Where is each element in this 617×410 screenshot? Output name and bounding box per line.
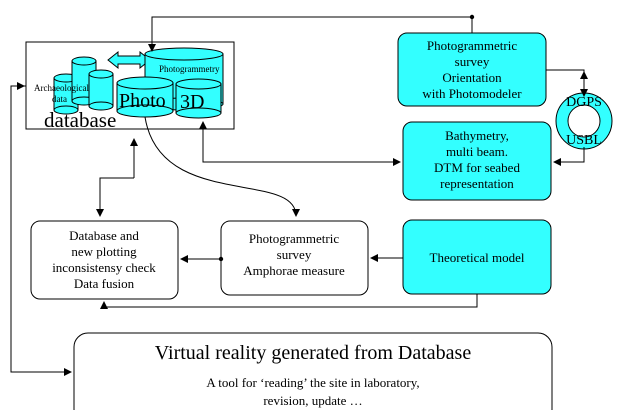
database-check-line2: new plotting xyxy=(71,244,137,259)
label-3d: 3D xyxy=(180,91,204,113)
theoretical-model-box[interactable]: Theoretical model xyxy=(402,219,552,295)
virtual-reality-line2: revision, update … xyxy=(263,393,362,408)
database-check-line4: Data fusion xyxy=(74,276,135,291)
theoretical-model-label: Theoretical model xyxy=(430,250,525,265)
database-check-box[interactable]: Database and new plotting inconsistensy … xyxy=(30,220,179,300)
bathymetry-line2: multi beam. xyxy=(446,144,508,159)
bathymetry-box[interactable]: Bathymetry, multi beam. DTM for seabed r… xyxy=(402,121,552,201)
amphorae-line2: survey xyxy=(277,247,312,262)
photo-label: Photo xyxy=(119,90,166,112)
bathymetry-line1: Bathymetry, xyxy=(445,128,509,143)
photogrammetric-survey-box[interactable]: Photogrammetric survey Orientation with … xyxy=(397,32,547,107)
arrow-survey-to-ring xyxy=(546,69,588,97)
archaeological-cylinder-right xyxy=(88,69,114,111)
virtual-reality-line1: A tool for ‘reading’ the site in laborat… xyxy=(206,375,419,390)
photogrammetric-survey-line3: Orientation xyxy=(442,70,502,85)
junction-dot xyxy=(218,256,224,262)
amphorae-line3: Amphorae measure xyxy=(243,263,345,278)
database-check-line3: inconsistensy check xyxy=(52,260,156,275)
virtual-reality-title: Virtual reality generated from Database xyxy=(155,342,472,364)
archaeological-label-line2: data xyxy=(52,94,67,104)
arrow-model-to-check xyxy=(100,294,478,309)
arrow-survey-to-database xyxy=(148,16,473,52)
dgps-label: DGPS xyxy=(566,95,602,110)
amphorae-box[interactable]: Photogrammetric survey Amphorae measure xyxy=(220,220,369,296)
photogrammetry-label: Photogrammetry xyxy=(159,64,220,74)
arrow-photo-to-amphorae xyxy=(144,116,300,217)
database-check-line1: Database and xyxy=(69,228,139,243)
cylinder-3d xyxy=(175,78,222,119)
photogrammetric-survey-line1: Photogrammetric xyxy=(427,38,517,53)
database-caption: database xyxy=(44,108,116,132)
connectors xyxy=(10,14,588,376)
database-block[interactable]: Archaeological data Photogrammetry Photo… xyxy=(25,41,235,132)
arrow-3d-to-bathymetry xyxy=(202,130,401,166)
amphorae-line1: Photogrammetric xyxy=(249,231,339,246)
photogrammetric-survey-line2: survey xyxy=(455,54,490,69)
photo-cylinder xyxy=(116,76,174,118)
archaeological-label-line1: Archaeological xyxy=(34,83,89,93)
arrow-ring-to-bathymetry xyxy=(553,147,585,166)
bathymetry-line4: representation xyxy=(440,176,514,191)
positioning-ring: DGPS USBL xyxy=(555,92,613,150)
bathymetry-line3: DTM for seabed xyxy=(434,160,520,175)
virtual-reality-box[interactable]: Virtual reality generated from Database … xyxy=(73,332,553,410)
arrow-to-database-check xyxy=(96,177,134,217)
usbl-label: USBL xyxy=(566,133,602,148)
photogrammetric-survey-line4: with Photomodeler xyxy=(422,86,522,101)
